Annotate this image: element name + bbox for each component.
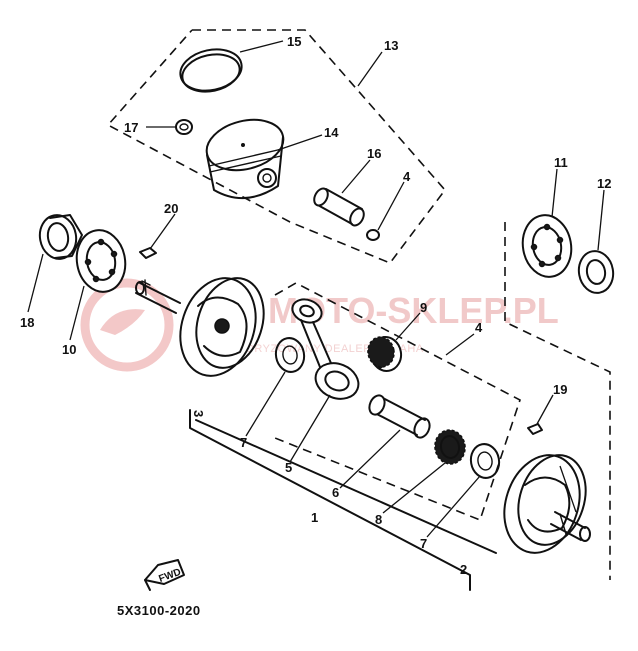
piston-ring — [179, 48, 243, 93]
callout-9: 9 — [420, 300, 427, 315]
forward-arrow: FWD — [144, 559, 185, 591]
needle-bearing-upper — [367, 336, 403, 372]
watermark-logo-mark — [100, 309, 145, 335]
callout-7-right: 7 — [420, 536, 427, 551]
callout-labels: 15 13 17 14 16 4 20 11 12 18 10 9 4 19 3… — [20, 34, 611, 577]
piston-group-outline — [106, 29, 447, 264]
connecting-rod — [291, 298, 360, 400]
callout-8: 8 — [375, 512, 382, 527]
small-clip — [366, 229, 380, 241]
callout-6: 6 — [332, 485, 339, 500]
callout-15: 10 — [62, 342, 76, 357]
woodruff-key-left — [139, 247, 157, 259]
callout-16: 11 — [554, 155, 568, 170]
callout-3: 3 — [191, 410, 206, 417]
oil-seal-right — [577, 250, 615, 294]
callout-12: 15 — [287, 34, 301, 49]
callout-20: 20 — [164, 201, 178, 216]
bearing-left — [75, 229, 127, 293]
drawing-code: 5X3100-2020 — [117, 603, 201, 618]
oil-seal-left — [38, 214, 83, 260]
washer-right — [469, 443, 501, 479]
callout-14: 17 — [124, 120, 138, 135]
needle-bearing-lower — [434, 429, 466, 465]
callout-17: 12 — [597, 176, 611, 191]
crank-left — [135, 277, 265, 377]
crank-pin — [368, 394, 431, 439]
callout-18: 18 — [20, 315, 34, 330]
bearing-group-outline — [504, 222, 611, 580]
leader-lines — [27, 40, 605, 538]
conrod-group-outline — [274, 282, 521, 522]
callout-5: 5 — [285, 460, 292, 475]
callout-4-top: 4 — [403, 169, 411, 184]
bearing-right — [521, 214, 573, 278]
piston-pin-clip — [175, 119, 193, 135]
callout-13: 16 — [367, 146, 381, 161]
callout-10: 13 — [384, 38, 398, 53]
watermark: MOTO-SKLEP.PL AUTORYZOWANY DEALER YAMAHA — [80, 278, 559, 372]
watermark-logo-ring — [80, 278, 174, 372]
callout-2: 2 — [460, 562, 467, 577]
crankshaft-assembly-bracket — [189, 409, 497, 591]
piston — [205, 118, 285, 200]
washer-left — [274, 337, 306, 373]
crank-right — [503, 454, 591, 554]
callout-11: 14 — [324, 125, 339, 140]
callout-19: 19 — [553, 382, 567, 397]
callout-1: 1 — [311, 510, 318, 525]
callout-4-mid: 4 — [475, 320, 483, 335]
woodruff-key-right — [527, 423, 543, 435]
piston-pin — [313, 187, 365, 227]
callout-7-left: 7 — [240, 435, 247, 450]
